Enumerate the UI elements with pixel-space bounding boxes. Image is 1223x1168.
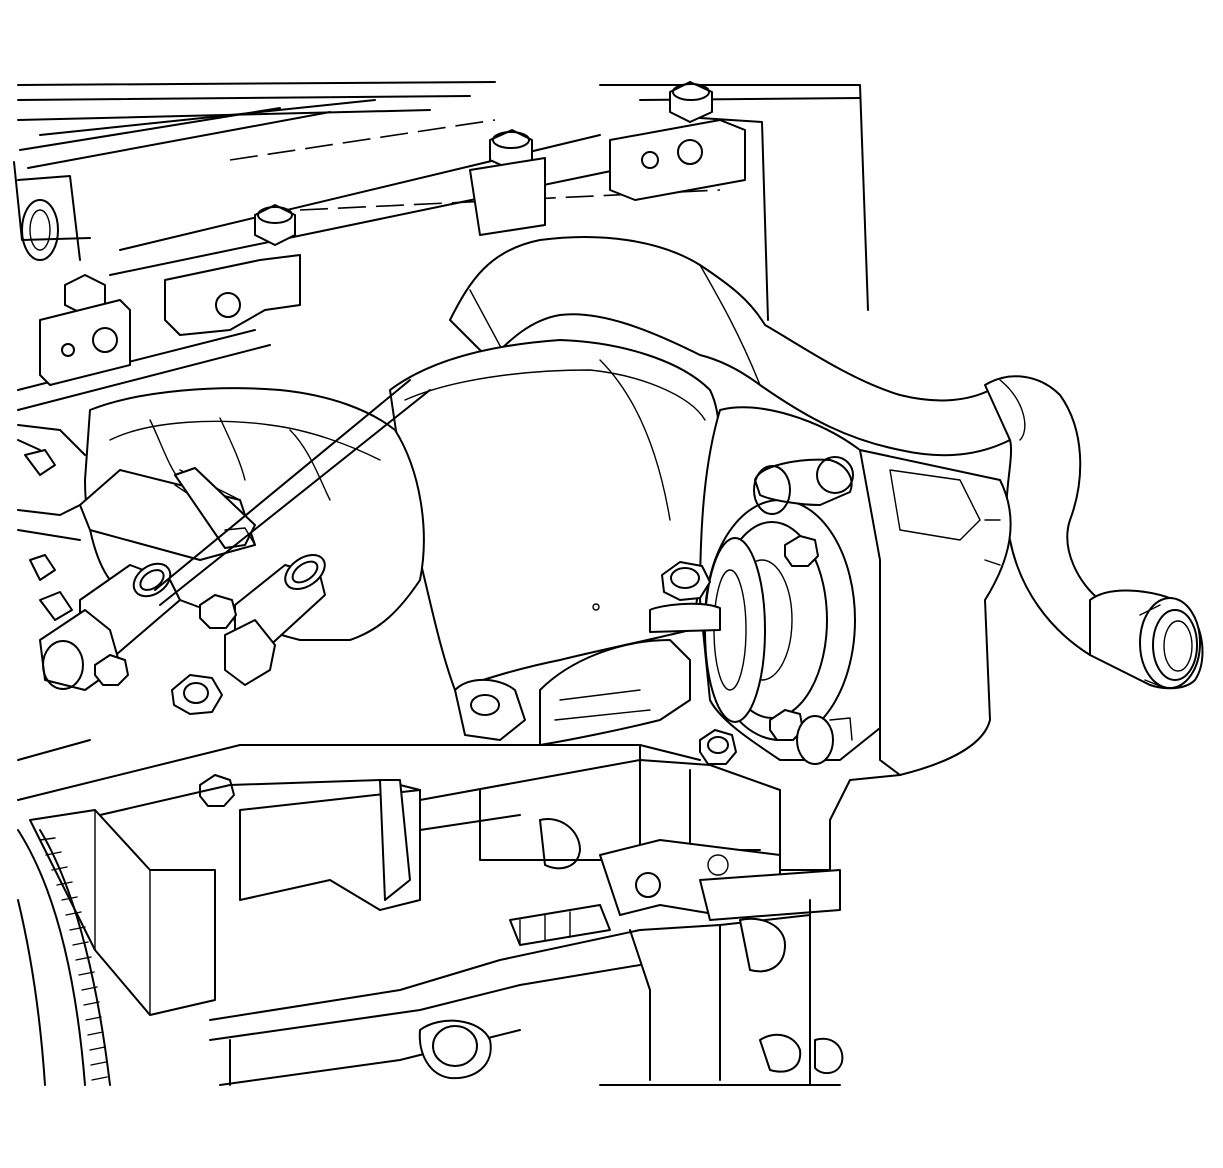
coolant-hose (449, 236, 1101, 656)
manifold-nut-3 (199, 774, 235, 807)
mount-bracket-lower (509, 839, 841, 946)
pump-bolt-bottom (699, 729, 737, 765)
manifold-nut-1 (171, 674, 223, 715)
heat-shield (389, 339, 721, 691)
heater-pipe-right (224, 553, 326, 686)
manifold-nut-4 (94, 654, 129, 686)
pump-bolt-mid (784, 535, 819, 567)
left-edge-detail (17, 424, 86, 621)
engine-block (17, 739, 901, 1016)
shield-bracket (454, 639, 691, 746)
oil-pan (209, 899, 844, 1086)
bracket-strap (154, 379, 431, 606)
hose-quick-connector (1089, 589, 1204, 690)
head-bolt-2 (254, 204, 296, 246)
head-bracket-left (39, 299, 131, 386)
pump-bolt-right (796, 715, 853, 765)
manifold-nut-2 (199, 594, 237, 629)
head-bolt-3 (669, 81, 713, 123)
water-pump-pulley (704, 499, 856, 741)
head-bracket-center (164, 157, 546, 336)
pulley-stud-nut (649, 561, 721, 633)
flywheel (17, 829, 111, 1086)
head-bracket-right (609, 119, 746, 201)
pump-bolt-top (753, 456, 854, 515)
